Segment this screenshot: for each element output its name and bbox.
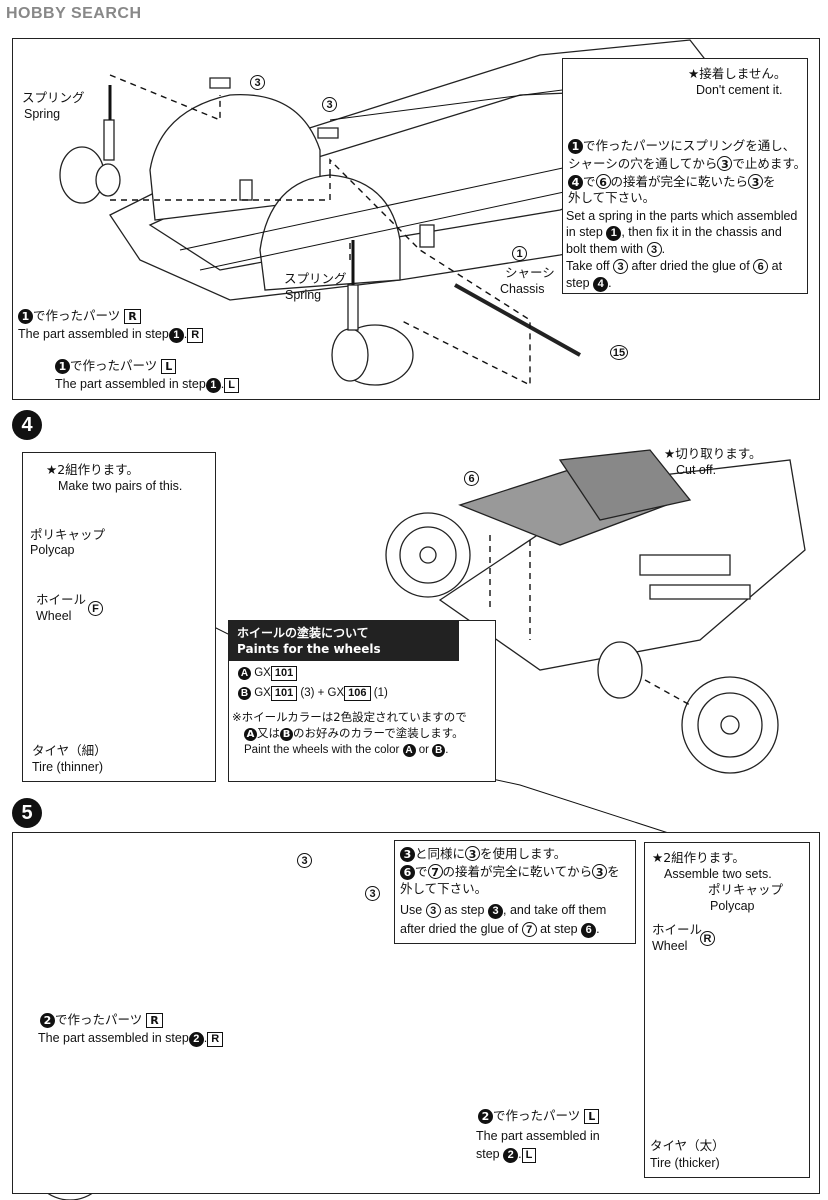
step5-left-part-en2: step 2.L — [476, 1146, 537, 1163]
step5-left-part-en1: The part assembled in — [476, 1129, 600, 1143]
spring-label-a-jp: スプリング — [22, 90, 85, 105]
spring-label-b-en: Spring — [285, 288, 322, 302]
note3-en1: Set a spring in the parts which assemble… — [566, 209, 798, 223]
chassis-label-jp: シャーシ — [505, 265, 555, 280]
step4-polycap-en: Polycap — [30, 543, 75, 557]
hobby-search-watermark: HOBBY SEARCH — [6, 5, 142, 23]
note3-jp4: 外して下さい。 — [568, 190, 656, 205]
note3-en5: step 4. — [566, 276, 612, 292]
paint-header-en: Paints for the wheels — [237, 642, 381, 656]
note3-en4: Take off 3 after dried the glue of 6 at — [566, 259, 783, 274]
step4-wheel-jp: ホイール — [36, 592, 87, 607]
no-cement-jp: ★接着しません。 — [688, 66, 787, 81]
spring-label-a-en: Spring — [24, 107, 61, 121]
paint-header-jp: ホイールの塗装について — [237, 626, 369, 640]
step4-polycap-jp: ポリキャップ — [30, 527, 106, 542]
step4-number: 4 — [12, 410, 42, 440]
step3-part3-callout-b: 3 — [322, 96, 337, 112]
step5-connector — [459, 771, 691, 841]
spring-label-b-jp: スプリング — [284, 271, 347, 286]
step5-part3-callout-a: 3 — [297, 852, 312, 868]
step5-part3-callout-b: 3 — [365, 885, 380, 901]
step5-polycap-jp: ポリキャップ — [708, 882, 784, 897]
wheel-tag-r: R — [700, 930, 715, 946]
cutoff-en: Cut off. — [676, 463, 717, 477]
step5-wheel-en: Wheel — [652, 939, 688, 953]
step4-tire-en: Tire (thinner) — [32, 760, 104, 774]
step5-number: 5 — [12, 798, 42, 828]
step5-note-box — [394, 840, 636, 944]
step4-pairs-en: Make two pairs of this. — [58, 479, 183, 493]
step4-wheel-box — [22, 452, 216, 782]
step5-wheel-box — [644, 842, 810, 1178]
part6-callout: 6 — [464, 470, 479, 486]
paint-header: ホイールの塗装について Paints for the wheels — [229, 621, 459, 661]
step3-cap-parts — [209, 77, 339, 139]
note3-en3: bolt them with 3. — [566, 242, 666, 257]
note5-en2: after dried the glue of 7 at step 6. — [400, 922, 600, 938]
part15-callout: 15 — [610, 344, 628, 360]
note5-en1: Use 3 as step 3, and take off them — [400, 903, 607, 919]
step4-pairs-jp: ★2組作ります。 — [46, 462, 139, 477]
step3-part3-callout-a: 3 — [250, 74, 265, 90]
step5-wheel-jp: ホイール — [652, 922, 703, 937]
step4-tire-jp: タイヤ（細） — [32, 743, 107, 758]
chassis-label-en: Chassis — [500, 282, 545, 296]
step5-tire-en: Tire (thicker) — [650, 1156, 720, 1170]
step5-sets-en: Assemble two sets. — [664, 867, 772, 881]
step5-sets-jp: ★2組作ります。 — [652, 850, 745, 865]
watermark-text: HOBBY SEARCH — [6, 5, 142, 22]
step5-polycap-en: Polycap — [710, 899, 755, 913]
step5-tire-jp: タイヤ（太） — [650, 1138, 725, 1153]
cutoff-jp: ★切り取ります。 — [664, 446, 762, 461]
paint-note-jp1: ※ホイールカラーは2色設定されていますので — [232, 710, 467, 724]
step4-car-drawing — [385, 449, 806, 774]
note3-en2: in step 1, then fix it in the chassis an… — [566, 225, 782, 241]
no-cement-en: Don't cement it. — [696, 83, 783, 97]
note5-jp3: 外して下さい。 — [400, 881, 488, 896]
paint-note-en: Paint the wheels with the color A or B. — [244, 744, 449, 757]
step3-knuckle-right — [59, 85, 121, 204]
chassis-callout: 1 — [512, 245, 527, 261]
step4-wheel-en: Wheel — [36, 609, 72, 623]
tie-rod — [454, 283, 581, 357]
wheel-tag-f: F — [88, 600, 103, 616]
step3-knuckle-left — [331, 240, 414, 386]
